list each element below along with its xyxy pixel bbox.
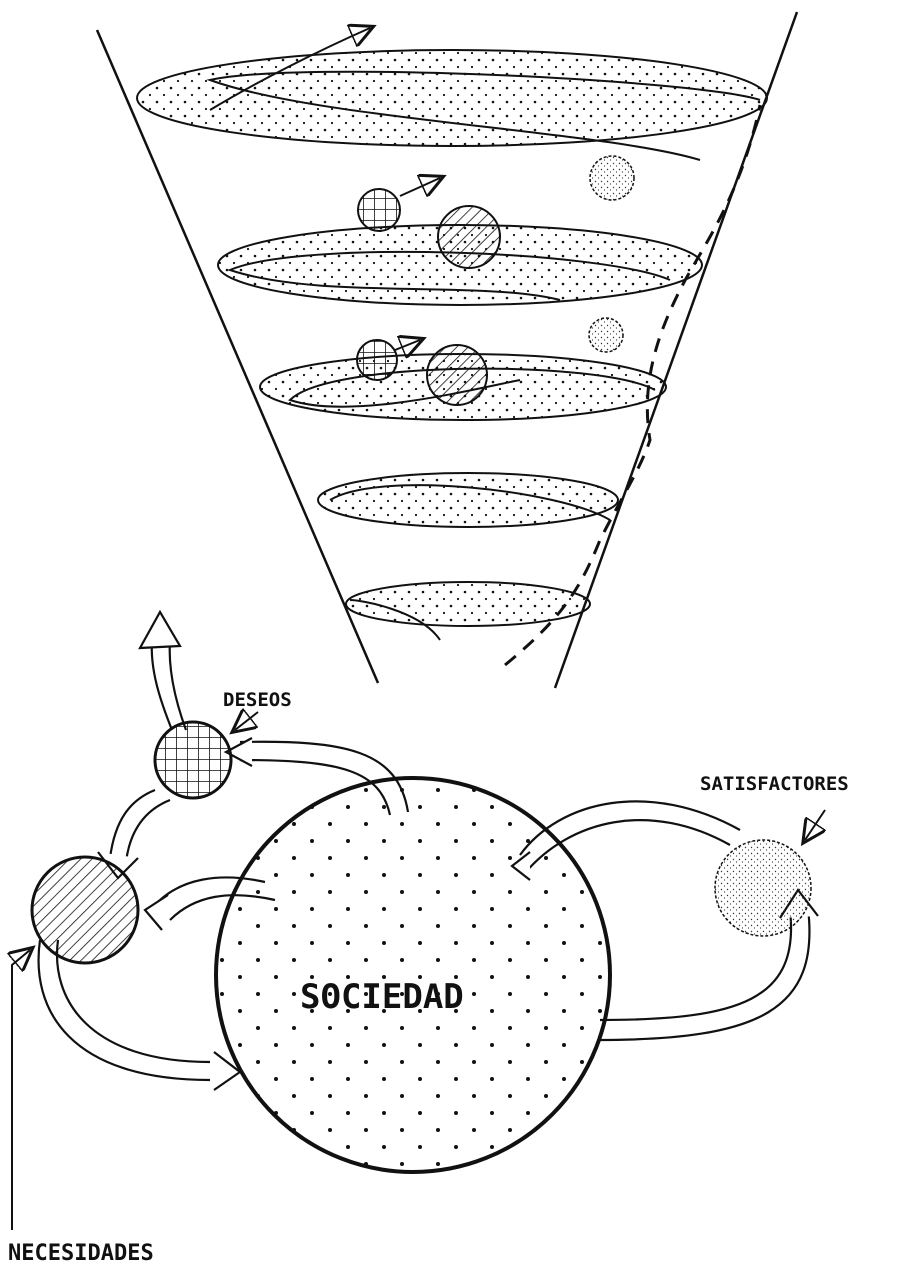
satisfactores-pointer [805,810,825,840]
cone-deseos-node-upper [358,189,400,231]
satisfactores-node [715,840,811,936]
cone-level-1 [346,582,590,626]
label-necesidades: NECESIDADES [8,1241,154,1266]
cone-necesidades-node-lower [427,345,487,405]
necesidades-node [32,857,138,963]
label-satisfactores: SATISFACTORES [700,773,849,795]
cone-deseos-arrow-lower [395,340,420,350]
cone-deseos-node-lower [357,340,397,380]
necesidades-pointer [12,950,30,1230]
cone-satisfactores-node-upper [590,156,634,200]
cone-level-2 [318,473,618,527]
label-deseos: DESEOS [223,689,292,711]
deseos-pointer [235,712,258,730]
cycle-diagram: DESEOS SATISFACTORES SOCIEDAD NECESIDADE… [8,612,849,1266]
label-sociedad: SOCIEDAD [300,977,464,1017]
deseos-node [155,722,231,798]
spiral-cone [97,12,797,688]
cone-deseos-arrow-upper [400,178,440,196]
sociedad-circle [216,778,610,1172]
cone-necesidades-node-upper [438,206,500,268]
cone-satisfactores-node-lower [589,318,623,352]
